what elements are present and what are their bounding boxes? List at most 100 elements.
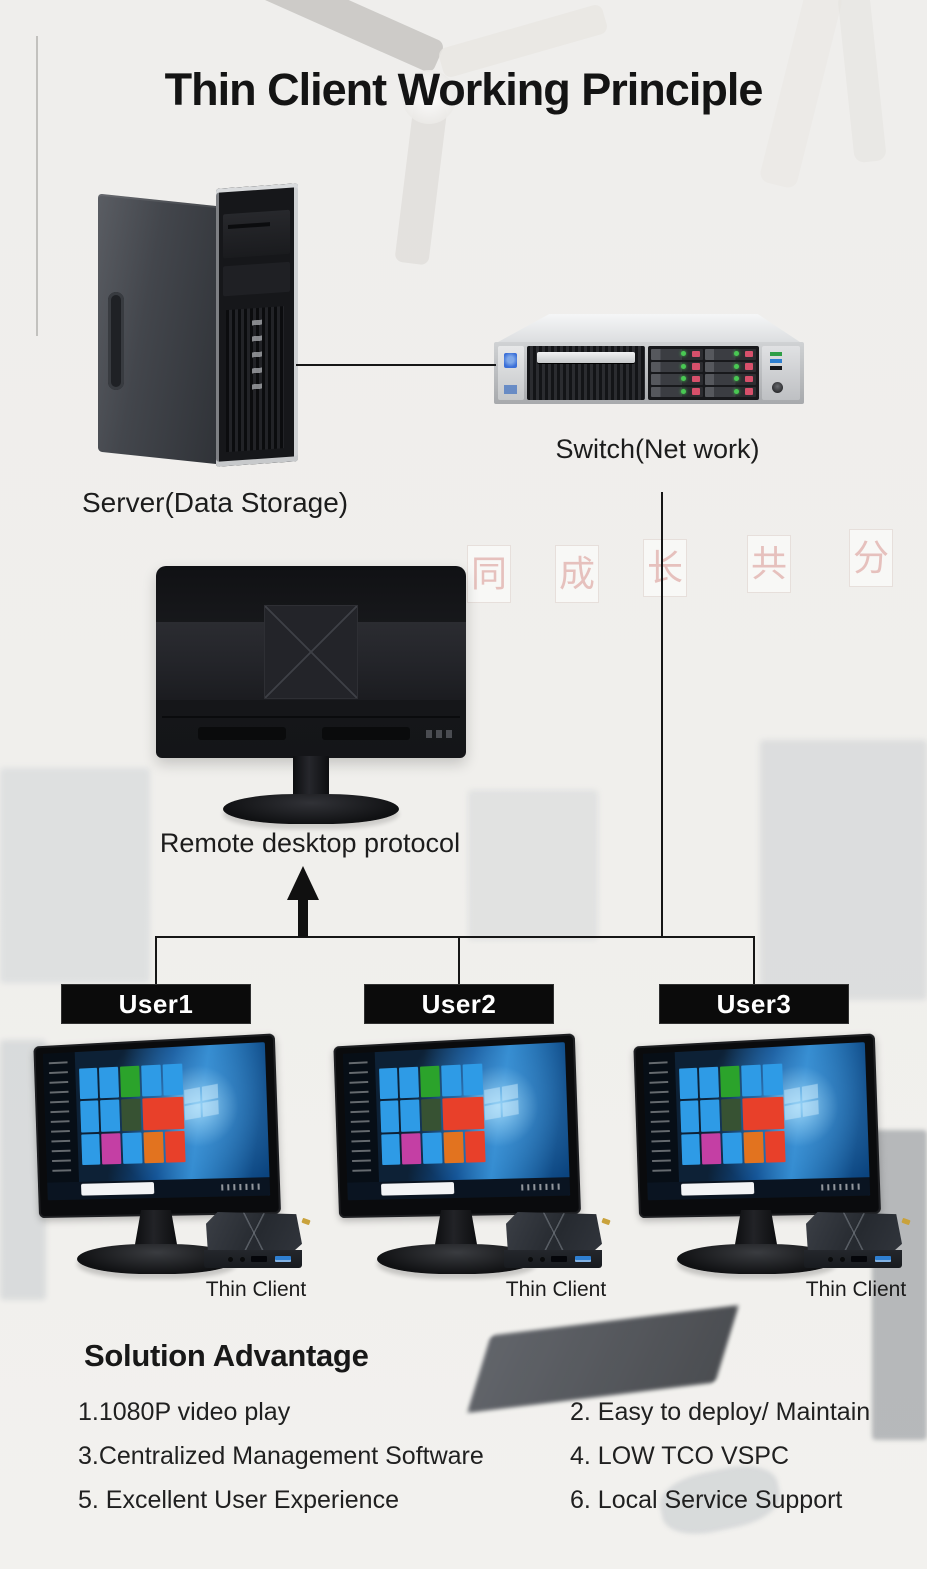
start-menu-tile [401, 1133, 422, 1165]
start-menu-tile [121, 1098, 142, 1131]
thin-client-device [502, 1212, 611, 1270]
start-menu-tile [379, 1100, 400, 1133]
start-menu-tile [443, 1131, 464, 1164]
windows-desktop-screen [342, 1042, 571, 1201]
monitor-vent-slot [322, 727, 410, 740]
drive-bay [651, 374, 703, 385]
advantage-item: 3.Centralized Management Software [78, 1442, 484, 1470]
user1-banner: User1 [62, 985, 250, 1023]
drive-bay [704, 361, 756, 372]
start-menu-tile [762, 1063, 784, 1096]
start-menu-tile [99, 1066, 120, 1099]
switch-left-cap [498, 346, 524, 400]
start-menu-tile [141, 1064, 162, 1097]
background-classroom-shape [0, 768, 150, 983]
start-menu-tile [743, 1131, 764, 1164]
thin-client-label: Thin Client [805, 1278, 907, 1301]
antenna-nub [601, 1217, 611, 1226]
start-menu-column [42, 1052, 80, 1183]
thin-client-top [506, 1212, 602, 1254]
connector-tower-to-switch [296, 364, 496, 366]
tower-server-illustration [98, 183, 298, 474]
start-menu-tile [120, 1065, 141, 1098]
thin-client-device [202, 1212, 311, 1270]
network-switch-illustration [494, 314, 804, 410]
background-ceiling-fan-blade [394, 102, 448, 266]
connector-drop-user3 [753, 937, 755, 986]
advantage-item: 2. Easy to deploy/ Maintain [570, 1398, 871, 1426]
solution-advantage-heading: Solution Advantage [84, 1338, 369, 1373]
windows-desktop-screen [42, 1042, 271, 1201]
start-menu-tile [101, 1133, 122, 1165]
advantage-item: 6. Local Service Support [570, 1486, 843, 1514]
connector-drop-user2 [458, 937, 460, 986]
advantage-item: 4. LOW TCO VSPC [570, 1442, 790, 1470]
switch-label: Switch(Net work) [555, 434, 760, 464]
drive-bay [704, 386, 756, 397]
start-menu-tile [378, 1067, 399, 1100]
protocol-label: Remote desktop protocol [159, 828, 461, 858]
wall-character-card: 长 [644, 540, 686, 596]
thin-client-front [804, 1250, 902, 1268]
advantage-item: 5. Excellent User Experience [78, 1486, 399, 1514]
start-menu-tile [700, 1099, 721, 1132]
usb-port [275, 1256, 291, 1262]
start-menu-tile [143, 1131, 164, 1164]
thin-client-label: Thin Client [205, 1278, 307, 1301]
start-menu-tile [80, 1133, 101, 1166]
start-menu-tile [678, 1067, 699, 1100]
thin-client-front [204, 1250, 302, 1268]
start-menu-tile [162, 1063, 184, 1096]
monitor-stand-neck [134, 1210, 178, 1250]
wall-character-card: 分 [850, 530, 892, 586]
tower-front-panel [216, 183, 298, 467]
connector-bus [155, 936, 755, 938]
monitor-stand-base [223, 794, 399, 824]
start-menu-tile [122, 1132, 143, 1165]
switch-front-face [494, 342, 804, 404]
antenna-nub [901, 1217, 911, 1226]
usb-port [875, 1256, 891, 1262]
start-menu-tile [722, 1132, 743, 1165]
start-menu-tile [422, 1132, 443, 1165]
drive-bay [704, 374, 756, 385]
thin-client-top [206, 1212, 302, 1254]
optical-drive-bay [223, 209, 290, 259]
start-menu-tile [701, 1133, 722, 1165]
wall-character-card: 成 [556, 546, 598, 602]
windows-desktop-screen [642, 1042, 871, 1201]
switch-top-face [498, 314, 800, 342]
monitor-front-illustration [333, 1033, 582, 1219]
taskbar-search-box [381, 1182, 455, 1197]
thin-client-device [802, 1212, 911, 1270]
start-menu-tile [399, 1066, 420, 1099]
up-arrow-stem [298, 898, 308, 937]
start-menu-tile [764, 1130, 786, 1164]
monitor-front-illustration [33, 1033, 282, 1219]
wall-character-card: 同 [468, 546, 510, 602]
usb-port [575, 1256, 591, 1262]
start-menu-tile [720, 1065, 741, 1098]
monitor-back-illustration [156, 566, 466, 824]
start-menu-tile [462, 1063, 484, 1096]
start-menu-column [342, 1052, 380, 1183]
start-menu-tile [400, 1099, 421, 1132]
start-menu-tiles [678, 1063, 786, 1166]
user-station-1: Thin Client [24, 1033, 316, 1312]
start-menu-tile [142, 1096, 185, 1131]
start-menu-column [642, 1052, 680, 1183]
background-classroom-shape [468, 790, 598, 940]
start-menu-tile [699, 1066, 720, 1099]
monitor-stand-neck [434, 1210, 478, 1250]
advantage-item: 1.1080P video play [78, 1398, 291, 1426]
start-menu-tile [442, 1096, 485, 1131]
connector-switch-down [661, 492, 663, 937]
taskbar-search-box [681, 1182, 755, 1197]
up-arrow-head [287, 866, 319, 900]
start-menu-tile [78, 1067, 99, 1100]
start-menu-tile [741, 1064, 762, 1097]
background-laptop-silhouette [467, 1305, 739, 1413]
drive-bay-grid [648, 346, 759, 400]
monitor-vent-slot [198, 727, 286, 740]
